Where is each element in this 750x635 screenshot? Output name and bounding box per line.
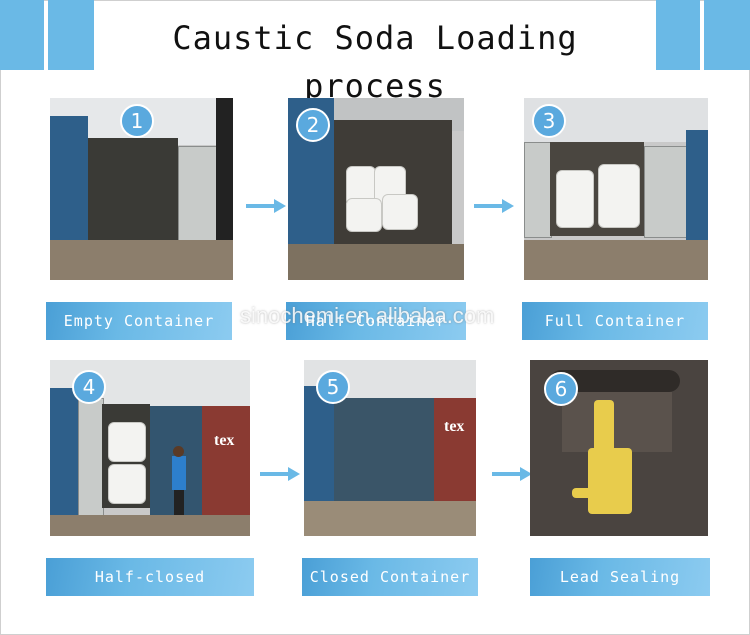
header-band-left-2	[48, 0, 94, 70]
step-number-1: 1	[120, 104, 154, 138]
label-step-5: Closed Container	[302, 558, 478, 596]
label-step-1: Empty Container	[46, 302, 232, 340]
photo-step-5: tex 5	[304, 360, 476, 536]
arrow-right-icon	[492, 467, 532, 481]
label-step-6: Lead Sealing	[530, 558, 710, 596]
label-step-4: Half-closed Container	[46, 558, 254, 624]
step-number-4: 4	[72, 370, 106, 404]
watermark: sinochemi.en.alibaba.com	[240, 303, 495, 328]
photo-step-4: tex 4	[50, 360, 250, 536]
label-step-2: Half Container	[286, 302, 466, 340]
step-number-3: 3	[532, 104, 566, 138]
container-brand: tex	[444, 418, 465, 435]
photo-step-2: 2	[288, 98, 464, 280]
step-number-6: 6	[544, 372, 578, 406]
step-number-5: 5	[316, 370, 350, 404]
photo-step-1: 1	[50, 98, 233, 280]
container-brand: tex	[214, 432, 235, 449]
header-band-right	[656, 0, 700, 70]
header-band-left	[0, 0, 44, 70]
arrow-right-icon	[246, 199, 286, 213]
arrow-right-icon	[260, 467, 300, 481]
step-number-2: 2	[296, 108, 330, 142]
arrow-right-icon	[474, 199, 514, 213]
header-band-right-2	[704, 0, 750, 70]
photo-step-6: 6	[530, 360, 708, 536]
page-title: Caustic Soda Loading process	[172, 19, 578, 105]
label-step-3: Full Container	[522, 302, 708, 340]
photo-step-3: 3	[524, 98, 708, 280]
